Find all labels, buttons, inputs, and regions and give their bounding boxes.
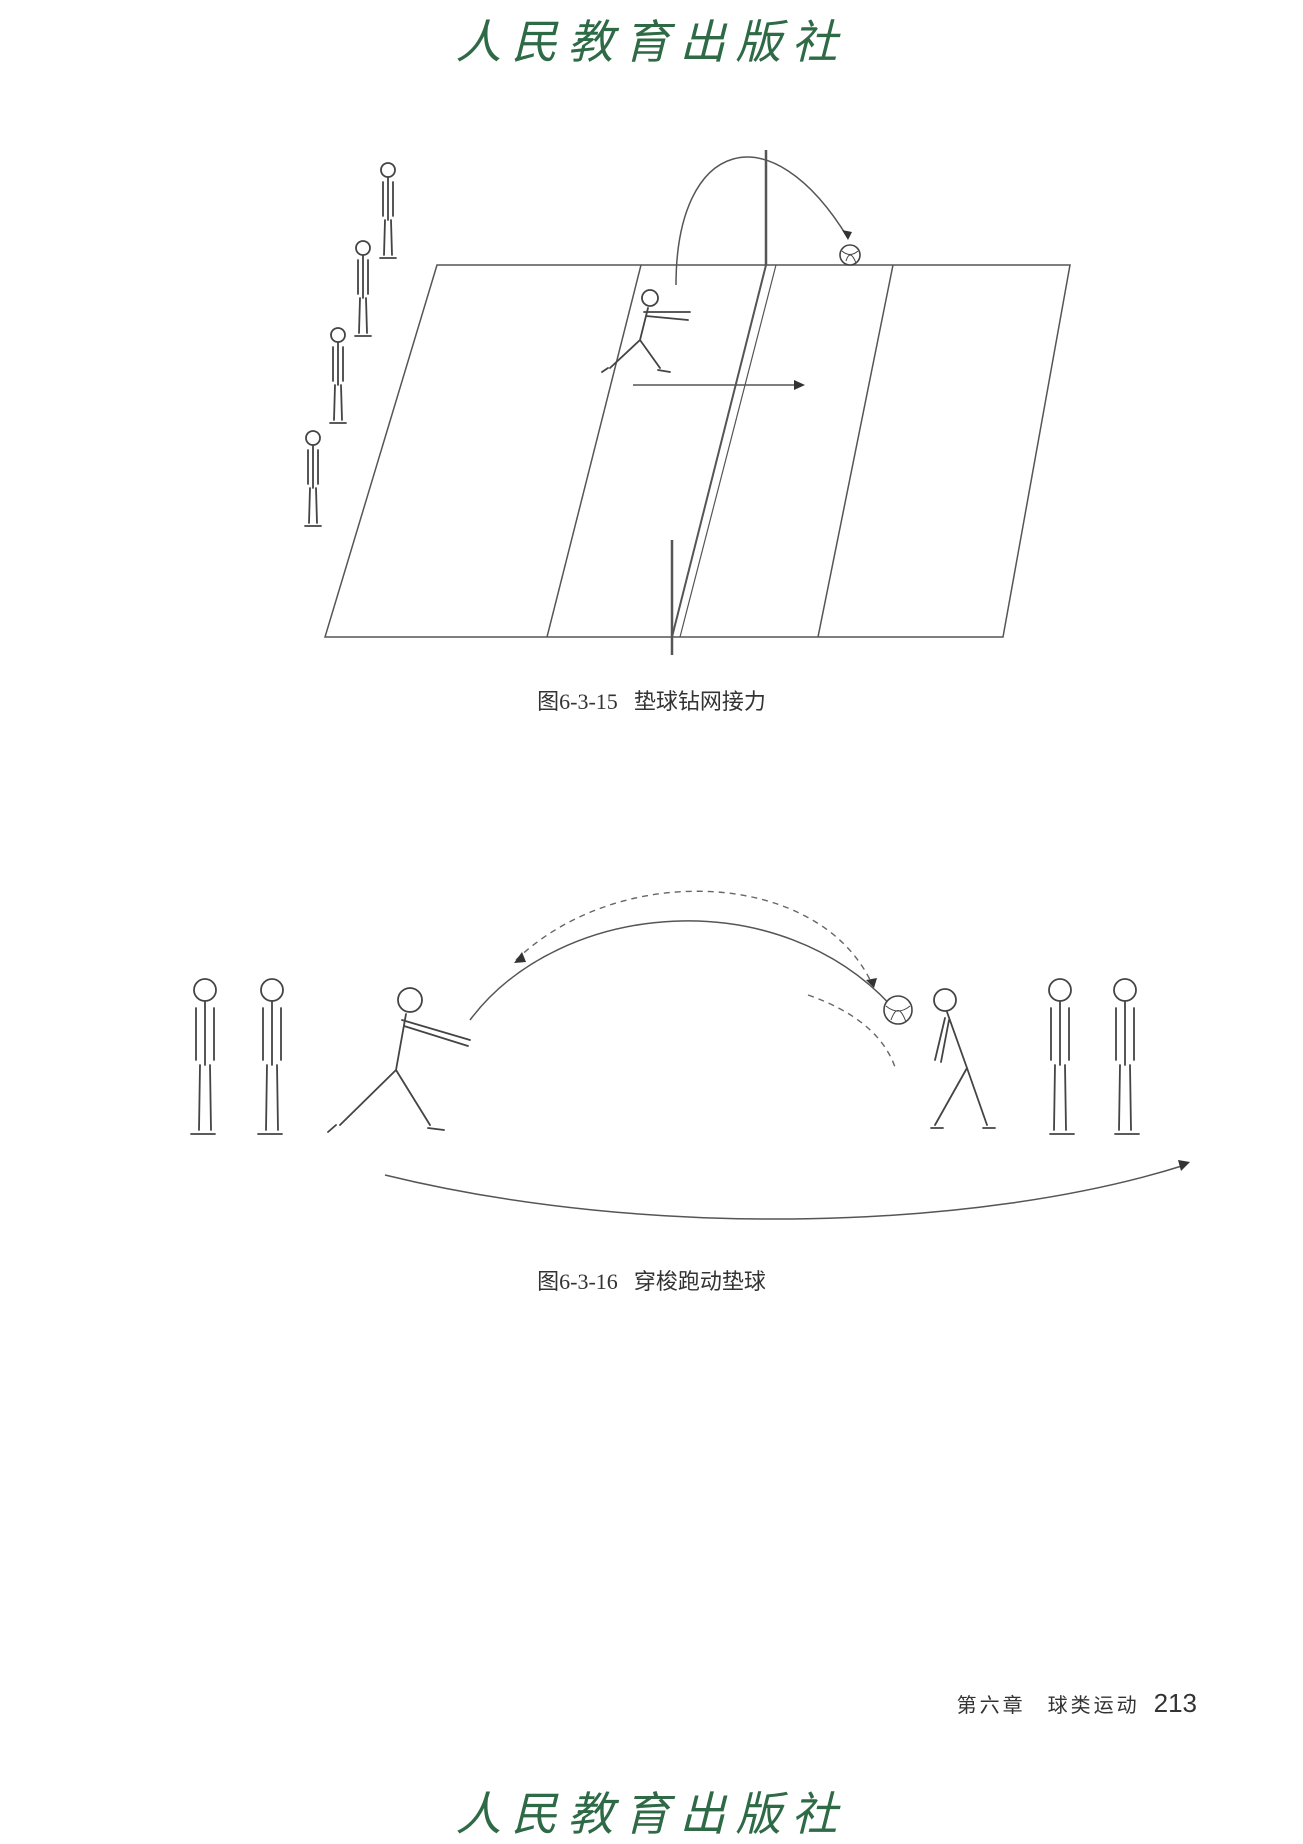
figure-caption-2: 图6-3-16 穿梭跑动垫球: [0, 1264, 1303, 1296]
waiting-players-line: [304, 162, 397, 527]
figure-number: 图6-3-16: [537, 1269, 618, 1294]
run-back-path: [384, 1164, 1186, 1220]
player-receiving-right: [930, 988, 996, 1129]
footer-chapter: 第六章: [956, 1693, 1026, 1717]
figure-title: 垫球钻网接力: [633, 689, 766, 714]
ball-trajectory: [469, 920, 896, 1021]
footer-section: 球类运动: [1047, 1693, 1140, 1717]
trajectory-arrowhead: [842, 230, 852, 240]
page-footer: 第六章 球类运动 213: [957, 1688, 1197, 1719]
net-line-2: [679, 264, 777, 638]
right-waiting-players: [1048, 978, 1140, 1135]
player-passing-left: [327, 987, 471, 1133]
figure-caption-1: 图6-3-15 垫球钻网接力: [0, 684, 1303, 716]
court-line-right: [817, 264, 894, 638]
page-number: 213: [1153, 1688, 1197, 1718]
player-passing: [601, 289, 691, 373]
court-outline: [323, 264, 1071, 638]
court-line-left: [546, 264, 642, 638]
figure-shuttle-passing: [190, 890, 1190, 1220]
figure-title: 穿梭跑动垫球: [633, 1269, 766, 1294]
publisher-watermark-top: 人民教育出版社: [455, 15, 848, 69]
net-line: [671, 264, 767, 638]
left-waiting-players: [190, 978, 284, 1135]
publisher-watermark-bottom: 人民教育出版社: [455, 1787, 848, 1841]
ball-trajectory: [675, 156, 849, 286]
dashed-run-path: [515, 890, 873, 985]
figure-court-relay: [304, 150, 1071, 655]
figure-number: 图6-3-15: [537, 689, 618, 714]
